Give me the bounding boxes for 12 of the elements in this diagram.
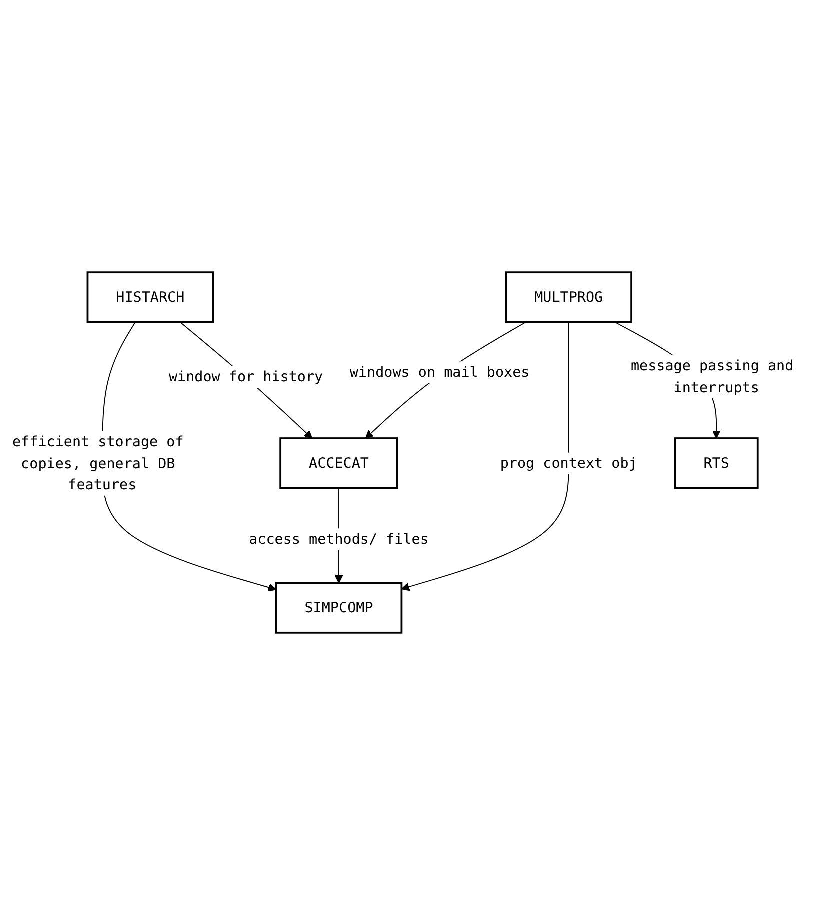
node-box: ACCECAT — [280, 438, 398, 490]
edge-label: message passing and interrupts — [630, 358, 794, 396]
node-box: MULTPROG — [505, 272, 632, 324]
node-box: HISTARCH — [86, 272, 214, 324]
edge-label: windows on mail boxes — [350, 364, 530, 381]
arrow — [401, 322, 570, 592]
node-box: SIMPCOMP — [275, 582, 403, 634]
edge-label: efficient storage of copies, general DB features — [12, 434, 184, 494]
edge-label: access methods/ files — [249, 530, 429, 548]
edge-label: prog context obj — [500, 454, 638, 472]
node-box: RTS — [674, 438, 759, 490]
edge-label: window for history — [168, 368, 324, 386]
